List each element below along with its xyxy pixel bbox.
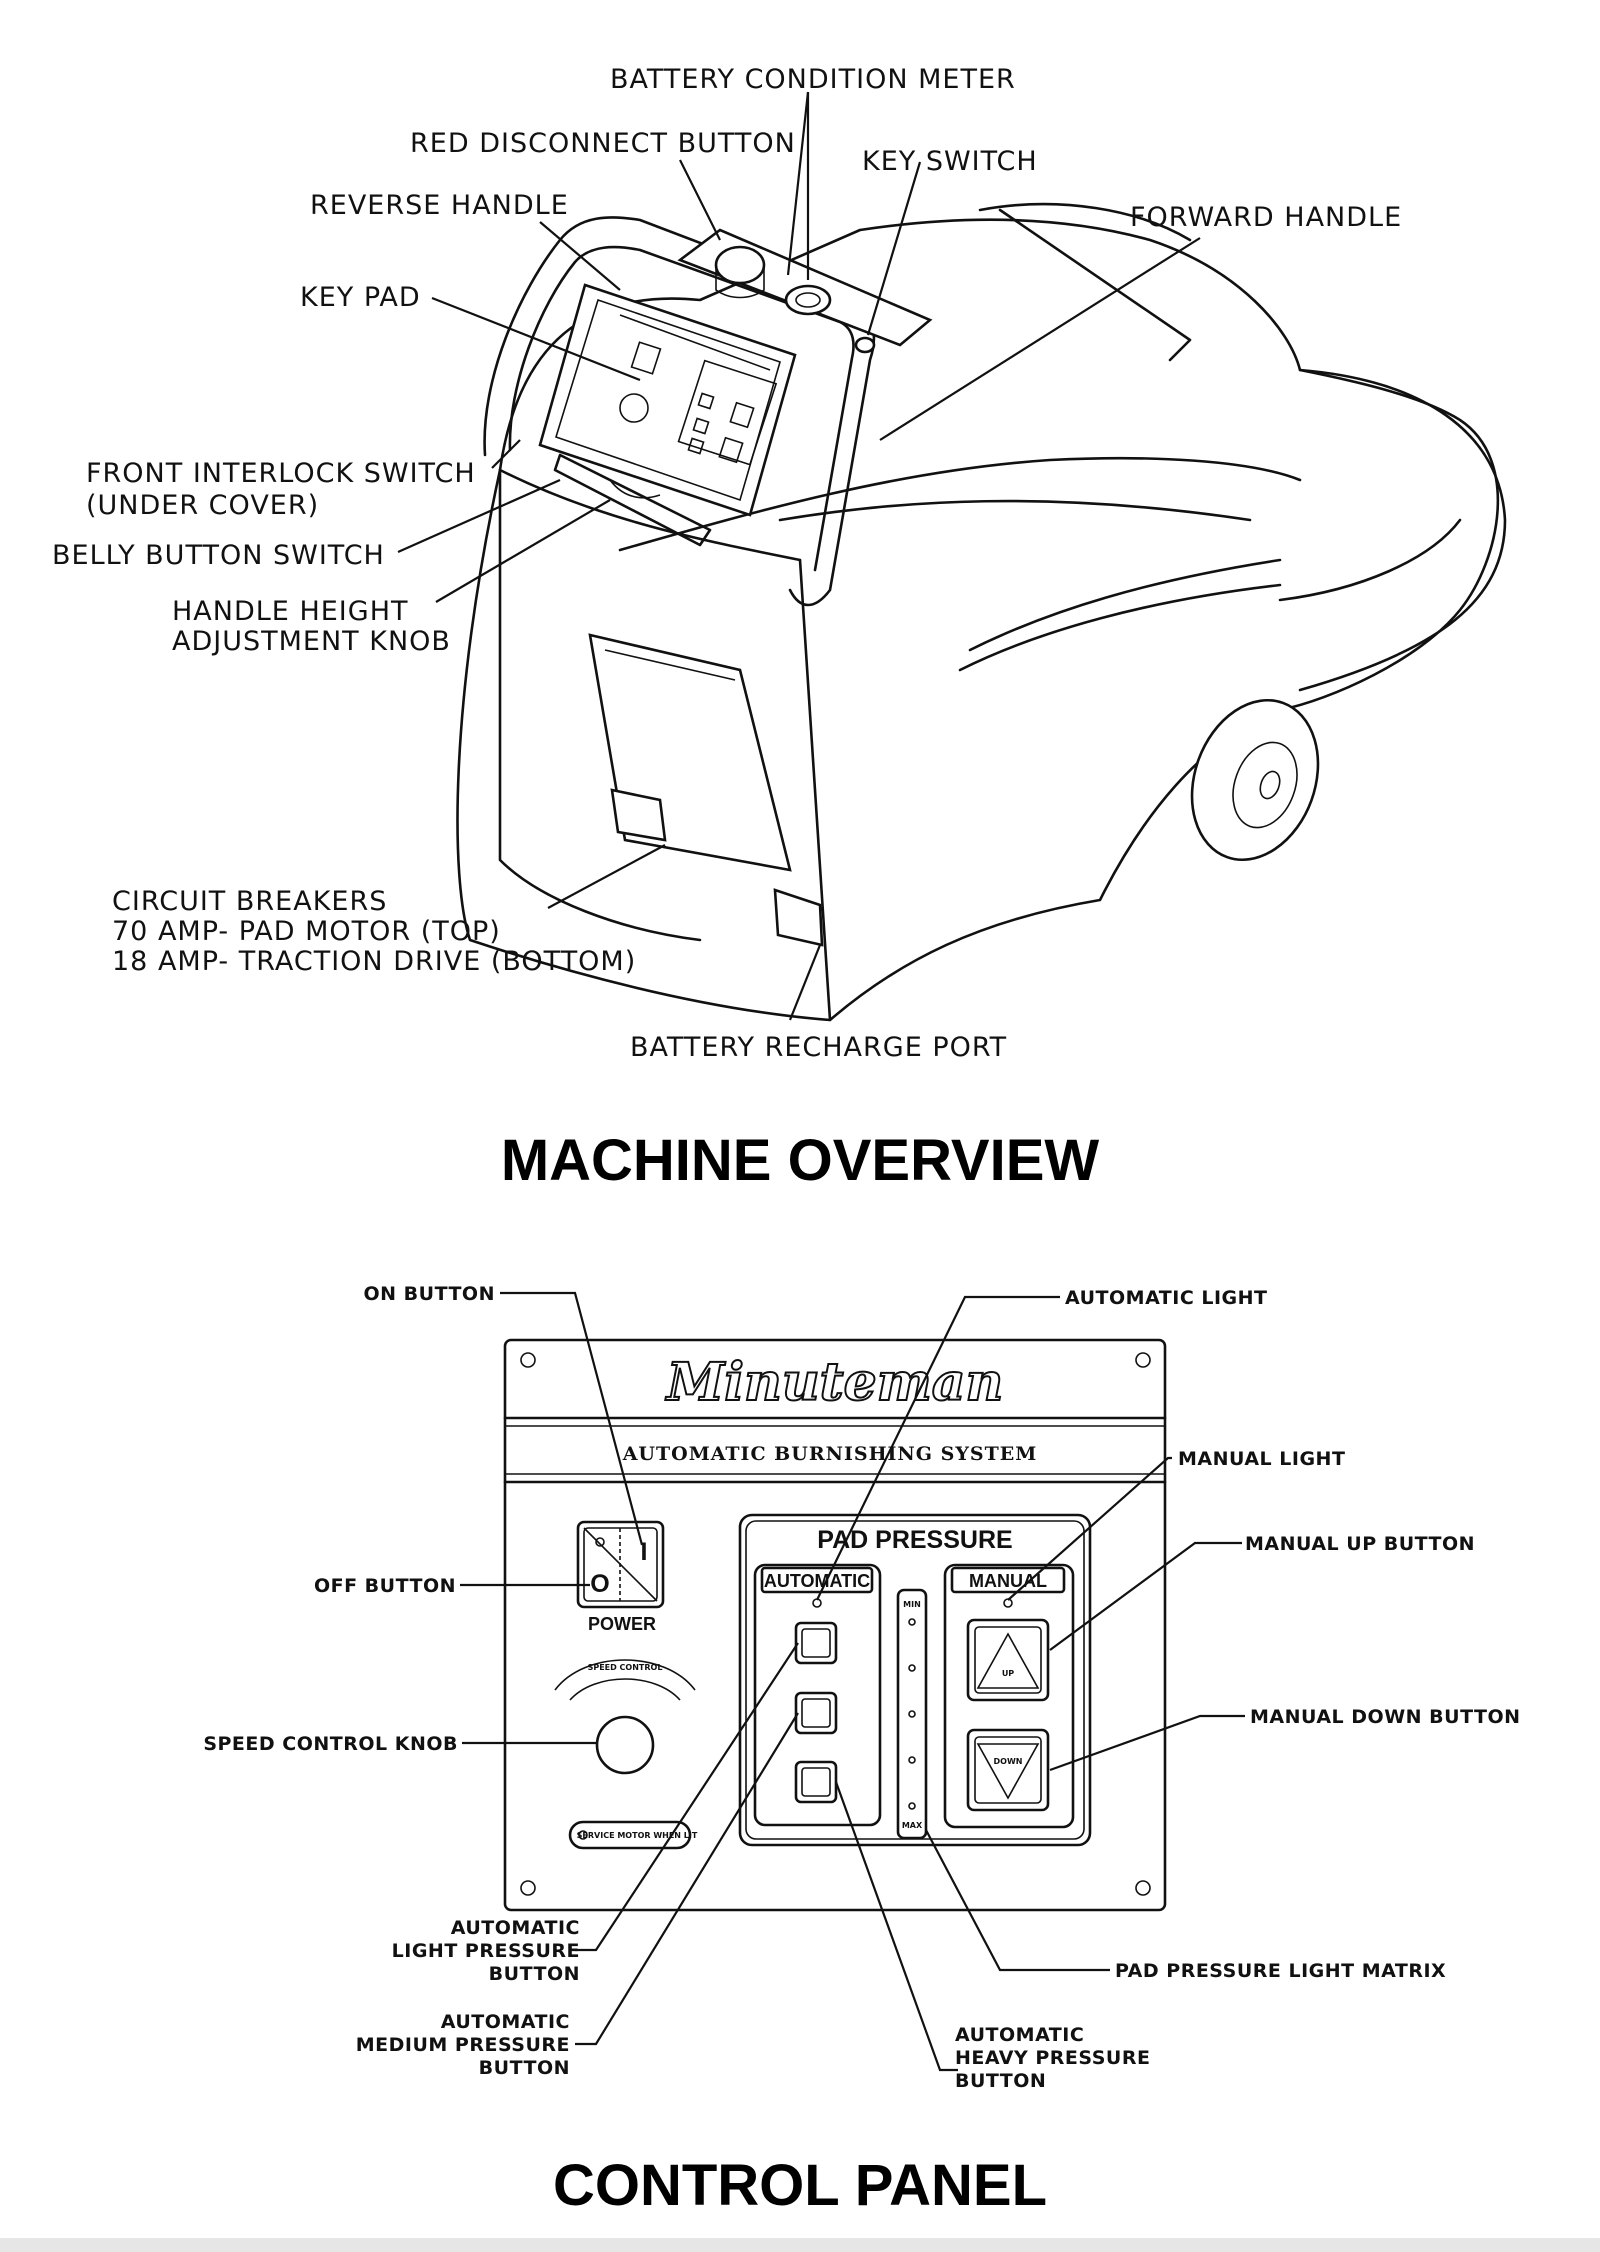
matrix-light (908, 1802, 916, 1810)
label-circuit-breakers: CIRCUIT BREAKERS (112, 886, 387, 917)
pad-pressure-light-matrix (896, 1588, 928, 1840)
speed-control-label: SPEED CONTROL (588, 1663, 663, 1672)
label-auto-light-3: BUTTON (489, 1963, 580, 1985)
label-auto-light-1: AUTOMATIC (451, 1917, 580, 1939)
matrix-light (908, 1664, 916, 1672)
label-handle-height: HANDLE HEIGHT (172, 596, 409, 627)
panel-subtitle: AUTOMATIC BURNISHING SYSTEM (622, 1443, 1038, 1465)
label-pad-pressure-light-matrix: PAD PRESSURE LIGHT MATRIX (1115, 1960, 1446, 1982)
power-label: POWER (588, 1614, 656, 1634)
power-switch[interactable]: I O (576, 1520, 665, 1609)
matrix-light (908, 1618, 916, 1626)
on-button-glyph[interactable]: I (641, 1538, 648, 1566)
label-auto-medium-1: AUTOMATIC (441, 2011, 570, 2033)
label-adjustment-knob: ADJUSTMENT KNOB (172, 626, 451, 657)
label-auto-heavy-1: AUTOMATIC (955, 2024, 1084, 2046)
automatic-label: AUTOMATIC (764, 1571, 870, 1591)
machine-overview-title: MACHINE OVERVIEW (501, 1128, 1100, 1193)
label-belly-button-switch: BELLY BUTTON SWITCH (52, 540, 385, 571)
screw-bottom-right (1135, 1880, 1151, 1896)
label-battery-recharge-port: BATTERY RECHARGE PORT (630, 1032, 1007, 1063)
label-reverse-handle: REVERSE HANDLE (310, 190, 569, 221)
service-indicator (568, 1820, 692, 1850)
label-breaker-18-amp: 18 AMP- TRACTION DRIVE (BOTTOM) (112, 946, 636, 977)
label-key-switch: KEY SWITCH (862, 146, 1038, 177)
speed-control-knob[interactable] (595, 1715, 655, 1775)
down-label: DOWN (994, 1757, 1023, 1766)
label-key-pad: KEY PAD (300, 282, 421, 313)
label-manual-light: MANUAL LIGHT (1178, 1448, 1345, 1470)
speed-arc (554, 1659, 696, 1691)
control-panel-drawing: Minuteman AUTOMATIC BURNISHING SYSTEM I … (503, 1338, 1167, 1912)
off-button-glyph[interactable]: O (590, 1570, 609, 1598)
light-pressure-button[interactable] (794, 1621, 838, 1665)
brand-logo: Minuteman (665, 1352, 1004, 1413)
overview-labels: BATTERY CONDITION METER RED DISCONNECT B… (52, 64, 1402, 1063)
manual-label: MANUAL (969, 1571, 1047, 1591)
label-auto-medium-2: MEDIUM PRESSURE (356, 2034, 570, 2056)
manual-down-button[interactable] (966, 1728, 1050, 1812)
overview-leaders (397, 91, 1201, 1021)
label-manual-down-button: MANUAL DOWN BUTTON (1250, 1706, 1521, 1728)
matrix-max-label: MAX (902, 1821, 923, 1830)
screw-top-right (1135, 1352, 1151, 1368)
control-panel-title: CONTROL PANEL (553, 2153, 1047, 2218)
label-automatic-light: AUTOMATIC LIGHT (1065, 1287, 1268, 1309)
label-front-interlock-note: (UNDER COVER) (86, 490, 319, 521)
label-auto-heavy-2: HEAVY PRESSURE (955, 2047, 1150, 2069)
panel-labels: ON BUTTON OFF BUTTON SPEED CONTROL KNOB … (203, 1283, 1520, 2092)
matrix-light (908, 1756, 916, 1764)
label-battery-condition-meter: BATTERY CONDITION METER (610, 64, 1016, 95)
label-auto-medium-3: BUTTON (479, 2057, 570, 2079)
screw-top-left (520, 1352, 536, 1368)
label-breaker-70-amp: 70 AMP- PAD MOTOR (TOP) (112, 916, 501, 947)
screw-bottom-left (520, 1880, 536, 1896)
label-front-interlock-switch: FRONT INTERLOCK SWITCH (86, 458, 476, 489)
label-forward-handle: FORWARD HANDLE (1130, 202, 1402, 233)
label-on-button: ON BUTTON (364, 1283, 496, 1305)
label-red-disconnect-button: RED DISCONNECT BUTTON (410, 128, 796, 159)
label-speed-control-knob: SPEED CONTROL KNOB (203, 1733, 458, 1755)
matrix-light (908, 1710, 916, 1718)
page-bottom-edge (0, 2238, 1600, 2252)
panel-leaders (460, 1291, 1245, 2072)
label-manual-up-button: MANUAL UP BUTTON (1245, 1533, 1475, 1555)
up-label: UP (1002, 1669, 1014, 1678)
service-motor-label: SERVICE MOTOR WHEN LIT (577, 1831, 698, 1840)
label-off-button: OFF BUTTON (314, 1575, 456, 1597)
label-auto-light-2: LIGHT PRESSURE (392, 1940, 580, 1962)
manual-up-button[interactable] (966, 1618, 1050, 1702)
matrix-min-label: MIN (903, 1600, 921, 1609)
label-auto-heavy-3: BUTTON (955, 2070, 1046, 2092)
medium-pressure-button[interactable] (794, 1691, 838, 1735)
machine-drawing (456, 202, 1507, 1022)
